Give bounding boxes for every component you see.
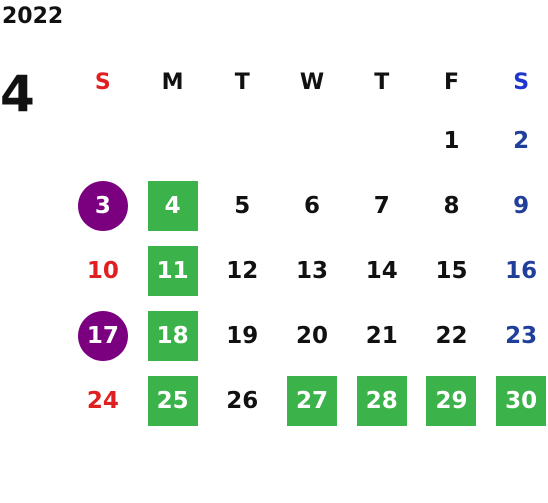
day-number: 11 — [147, 245, 198, 296]
day-number: 9 — [513, 192, 530, 219]
day-cell[interactable]: 29 — [417, 368, 487, 433]
day-cell[interactable]: 4 — [138, 173, 208, 238]
day-cell[interactable]: 18 — [138, 303, 208, 368]
week-row: 17 18 19 20 21 22 23 — [68, 303, 548, 368]
day-number: 3 — [77, 180, 128, 231]
weekday-tue: T — [234, 69, 250, 95]
day-cell[interactable]: 30 — [486, 368, 548, 433]
empty-day-cell — [207, 108, 277, 173]
day-number: 18 — [147, 310, 198, 361]
day-cell[interactable]: 27 — [277, 368, 347, 433]
day-number: 13 — [296, 257, 329, 284]
day-number: 14 — [365, 257, 398, 284]
day-cell[interactable]: 24 — [68, 368, 138, 433]
weekday-fri: F — [443, 69, 459, 95]
weekday-header: S M T W T F S — [68, 56, 548, 108]
empty-day-cell — [277, 108, 347, 173]
day-cell[interactable]: 5 — [207, 173, 277, 238]
day-cell[interactable]: 7 — [347, 173, 417, 238]
day-cell[interactable]: 14 — [347, 238, 417, 303]
day-number: 17 — [77, 310, 128, 361]
day-cell[interactable]: 22 — [417, 303, 487, 368]
day-cell[interactable]: 9 — [486, 173, 548, 238]
day-number: 19 — [226, 322, 259, 349]
week-row: 24 25 26 27 28 29 30 — [68, 368, 548, 433]
weekday-sat: S — [513, 69, 530, 95]
day-number: 15 — [435, 257, 468, 284]
empty-day-cell — [138, 108, 208, 173]
day-number: 8 — [443, 192, 460, 219]
day-cell[interactable]: 17 — [68, 303, 138, 368]
day-number: 1 — [443, 127, 460, 154]
day-number: 5 — [234, 192, 251, 219]
day-number: 24 — [86, 387, 119, 414]
day-cell[interactable]: 3 — [68, 173, 138, 238]
weekday-sun: S — [94, 69, 111, 95]
day-cell[interactable]: 6 — [277, 173, 347, 238]
weekday-wed: W — [299, 69, 325, 95]
empty-day-cell — [347, 108, 417, 173]
day-cell[interactable]: 25 — [138, 368, 208, 433]
day-cell[interactable]: 1 — [417, 108, 487, 173]
day-cell[interactable]: 20 — [277, 303, 347, 368]
day-number: 2 — [513, 127, 530, 154]
day-number: 10 — [86, 257, 119, 284]
day-number: 12 — [226, 257, 259, 284]
weekday-mon: M — [161, 69, 184, 95]
day-cell[interactable]: 26 — [207, 368, 277, 433]
day-number: 28 — [356, 375, 407, 426]
day-cell[interactable]: 2 — [486, 108, 548, 173]
empty-day-cell — [68, 108, 138, 173]
day-cell[interactable]: 23 — [486, 303, 548, 368]
day-number: 4 — [147, 180, 198, 231]
day-cell[interactable]: 10 — [68, 238, 138, 303]
day-number: 20 — [296, 322, 329, 349]
week-row: 10 11 12 13 14 15 16 — [68, 238, 548, 303]
day-number: 29 — [426, 375, 477, 426]
day-number: 23 — [505, 322, 538, 349]
day-number: 27 — [287, 375, 338, 426]
day-number: 16 — [505, 257, 538, 284]
day-number: 7 — [373, 192, 390, 219]
day-cell[interactable]: 15 — [417, 238, 487, 303]
day-number: 6 — [304, 192, 321, 219]
weekday-thu: T — [374, 69, 390, 95]
day-cell[interactable]: 28 — [347, 368, 417, 433]
day-number: 21 — [365, 322, 398, 349]
day-cell[interactable]: 16 — [486, 238, 548, 303]
day-cell[interactable]: 13 — [277, 238, 347, 303]
month-number: 4 — [0, 65, 35, 123]
day-number: 30 — [496, 375, 547, 426]
day-cell[interactable]: 8 — [417, 173, 487, 238]
year-label: 2022 — [2, 4, 64, 29]
day-cell[interactable]: 12 — [207, 238, 277, 303]
day-cell[interactable]: 11 — [138, 238, 208, 303]
day-number: 22 — [435, 322, 468, 349]
day-number: 25 — [147, 375, 198, 426]
day-cell[interactable]: 21 — [347, 303, 417, 368]
day-number: 26 — [226, 387, 259, 414]
day-cell[interactable]: 19 — [207, 303, 277, 368]
